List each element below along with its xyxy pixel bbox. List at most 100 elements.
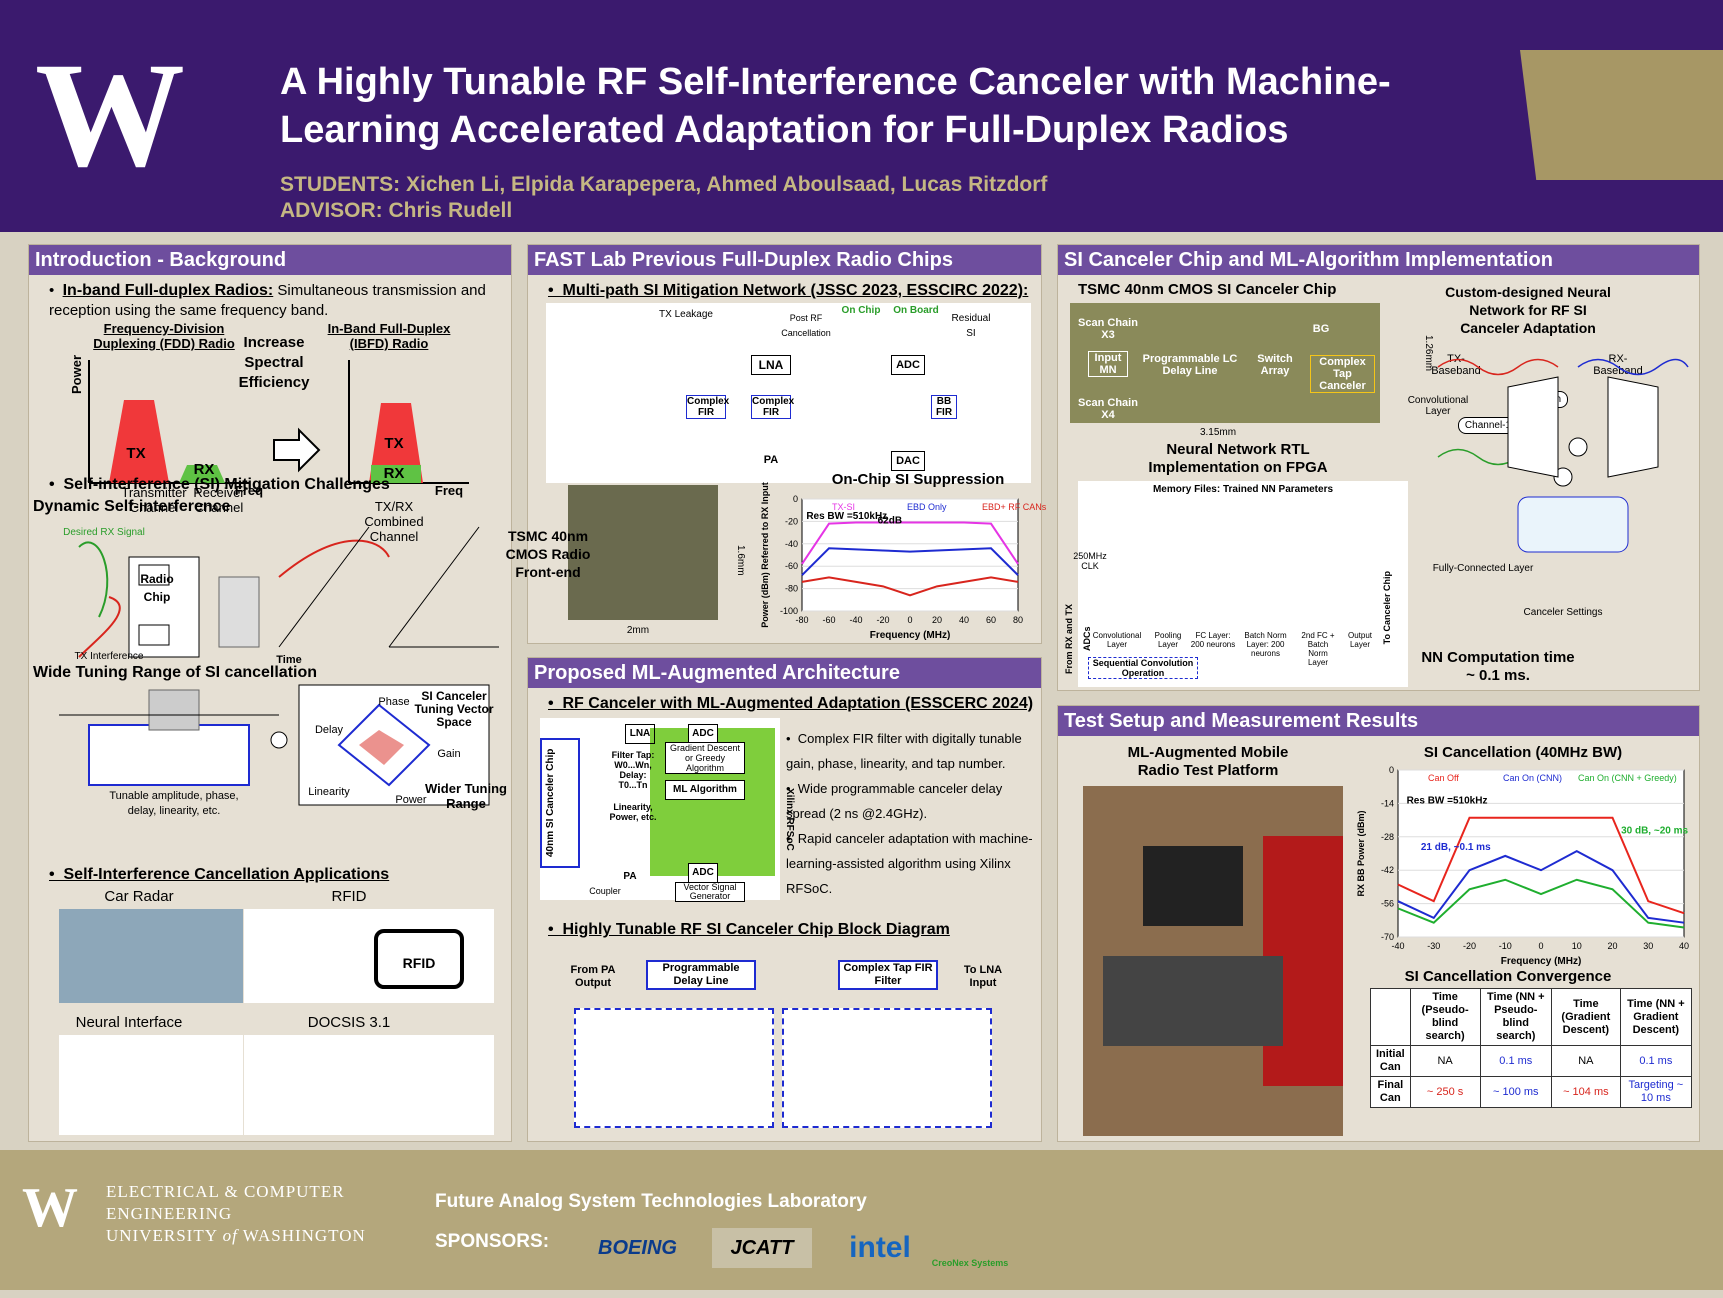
- complex-tap-block: Complex Tap FIR Filter: [838, 960, 938, 990]
- intro-bullet-1: • In-band Full-duplex Radios: Simultaneo…: [49, 282, 486, 319]
- increase-efficiency: Increase Spectral Efficiency: [238, 334, 310, 391]
- series-line-1: [801, 547, 1019, 576]
- layer-bn: Batch Norm Layer: 200 neurons: [1244, 631, 1287, 658]
- x-tick-label: 40: [1679, 941, 1689, 951]
- chip-height: 1.26mm: [1423, 335, 1434, 372]
- memory-files: Memory Files: Trained NN Parameters: [1152, 484, 1334, 495]
- intro-b2-title: Self-interference (SI) Mitigation Challe…: [63, 476, 390, 493]
- conv-title: SI Cancellation Convergence: [1404, 968, 1612, 985]
- ml-box: ML Algorithm: [665, 780, 745, 800]
- y-tick-label: -20: [785, 516, 798, 526]
- lc-delay-schematic: [574, 1008, 774, 1128]
- radio-die-photo: [568, 485, 718, 620]
- prop-panel: Proposed ML-Augmented Architecture • RF …: [527, 657, 1042, 1142]
- tsmc-chip-label: TSMC 40nm CMOS SI Canceler Chip: [1078, 281, 1337, 298]
- x-tick-label: -40: [849, 615, 862, 625]
- y-tick-label: -100: [780, 606, 798, 616]
- dac-block: DAC: [891, 451, 925, 471]
- tunable-text: Tunable amplitude, phase, delay, lineari…: [109, 790, 239, 817]
- ann-30db: 30 dB, ~20 ms: [1621, 825, 1688, 836]
- time-label: Time: [276, 654, 302, 666]
- x-tick-label: 10: [1572, 941, 1582, 951]
- poster-title: A Highly Tunable RF Self-Interference Ca…: [280, 61, 1391, 151]
- power-axis: Power: [395, 794, 427, 806]
- prog-delay-block: Programmable Delay Line: [646, 960, 756, 990]
- post-rf: Post RF Cancellation: [781, 313, 831, 338]
- linearity-power: Linearity, Power, etc.: [609, 802, 657, 822]
- clk-label: 250MHz CLK: [1073, 551, 1107, 571]
- res-bw-label: Res BW =510kHz: [806, 511, 887, 522]
- adc-top: ADC: [688, 724, 718, 744]
- intro-bullet-2: • Self-interference (SI) Mitigation Chal…: [49, 476, 390, 493]
- coupler: Coupler: [589, 886, 621, 896]
- y-tick-label: -80: [785, 584, 798, 594]
- to-lna: To LNA Input: [963, 964, 1003, 989]
- prop-bullet-c: • Rapid canceler adaptation with machine…: [786, 831, 1033, 896]
- legend-entry: Can On (CNN + Greedy): [1578, 773, 1677, 783]
- dynamic-si: Dynamic Self-interference: [33, 498, 231, 515]
- x-tick-label: 80: [1013, 615, 1023, 625]
- table-row: Final Can ~ 250 s ~ 100 ms ~ 104 ms Targ…: [1370, 1076, 1693, 1108]
- docsis-image: [244, 1035, 494, 1135]
- layer-fc: FC Layer: 200 neurons: [1190, 631, 1236, 649]
- test-platform-photo: [1083, 786, 1343, 1136]
- radio-chip: Radio Chip: [140, 572, 174, 604]
- prop-bullet-a: • Complex FIR filter with digitally tuna…: [786, 731, 1022, 771]
- neural-image: [59, 1035, 243, 1135]
- fdd-freq: Freq: [234, 483, 264, 498]
- nn-time: NN Computation time ~ 0.1 ms.: [1421, 649, 1575, 684]
- series-line-2: [801, 576, 1019, 597]
- die-width: 2mm: [626, 625, 650, 636]
- filter-tap: Filter Tap: W0...Wn, Delay: T0...Tn: [611, 750, 655, 790]
- rfid-label: RFID: [331, 888, 367, 905]
- th-3: Time (Gradient Descent): [1551, 988, 1621, 1046]
- platform-label: ML-Augmented Mobile Radio Test Platform: [1127, 744, 1289, 779]
- chip40-block: 40nm SI Canceler Chip: [540, 738, 580, 868]
- on-chip: On Chip: [841, 305, 881, 316]
- prop-bullet-2: • Highly Tunable RF SI Canceler Chip Blo…: [548, 921, 950, 938]
- legend-entry: Can On (CNN): [1503, 773, 1562, 783]
- rfid-image: RFID: [244, 909, 494, 1003]
- y-tick-label: -40: [785, 539, 798, 549]
- nn-rtl-label: Neural Network RTL Implementation on FPG…: [1148, 441, 1328, 476]
- intro-panel: Introduction - Background • In-band Full…: [28, 244, 512, 1142]
- wider-range: Wider Tuning Range: [425, 781, 507, 811]
- ibfd-rx: RX: [383, 465, 405, 482]
- vsg-box: Vector Signal Generator: [675, 882, 745, 902]
- tunable-canceler-diagram: [59, 684, 490, 806]
- car-radar-image: [59, 909, 243, 1003]
- combined-channel: TX/RX Combined Channel: [364, 499, 424, 544]
- rfid-tag: RFID: [374, 929, 464, 989]
- car-radar-label: Car Radar: [104, 888, 174, 905]
- monitor: [1143, 846, 1243, 926]
- gradient-box: Gradient Descent or Greedy Algorithm: [665, 742, 745, 774]
- ibfd-freq: Freq: [434, 483, 464, 498]
- conv-layer-label: Convolutional Layer: [1407, 395, 1469, 417]
- y-tick-label: -14: [1381, 798, 1394, 808]
- adc-bottom: ADC: [688, 863, 718, 883]
- ibfd-tx: TX: [384, 435, 404, 452]
- complex-tap-canceler: Complex Tap Canceler: [1310, 355, 1375, 393]
- complex-fir-1: Complex FIR: [686, 395, 730, 419]
- students: STUDENTS: Xichen Li, Elpida Karapepera, …: [280, 173, 1048, 196]
- wide-tuning: Wide Tuning Range of SI cancellation: [33, 664, 318, 681]
- gain-axis: Gain: [437, 748, 461, 760]
- intro-b3-title: Self-Interference Cancellation Applicati…: [63, 866, 390, 883]
- to-chip: To Canceler Chip: [1382, 571, 1392, 645]
- layer-fc2: 2nd FC + Batch Norm Layer: [1301, 631, 1335, 667]
- layer-conv: Convolutional Layer: [1092, 631, 1142, 649]
- th-2: Time (NN + Pseudo-blind search): [1479, 988, 1553, 1046]
- custom-nn-diagram: [1437, 358, 1689, 553]
- channel-1: Channel-1: [1458, 417, 1518, 434]
- power-label-fdd: Power: [69, 355, 84, 395]
- x-axis-label: Frequency (MHz): [870, 630, 951, 641]
- docsis-label: DOCSIS 3.1: [307, 1014, 391, 1031]
- intro-heading: Introduction - Background: [29, 245, 511, 275]
- from-pa: From PA Output: [570, 964, 616, 989]
- cart: [1103, 956, 1283, 1046]
- series-line-2: [1397, 878, 1685, 929]
- fc-layer-label: Fully-Connected Layer: [1432, 563, 1534, 574]
- ibfd-label: In-Band Full-Duplex (IBFD) Radio: [327, 321, 451, 351]
